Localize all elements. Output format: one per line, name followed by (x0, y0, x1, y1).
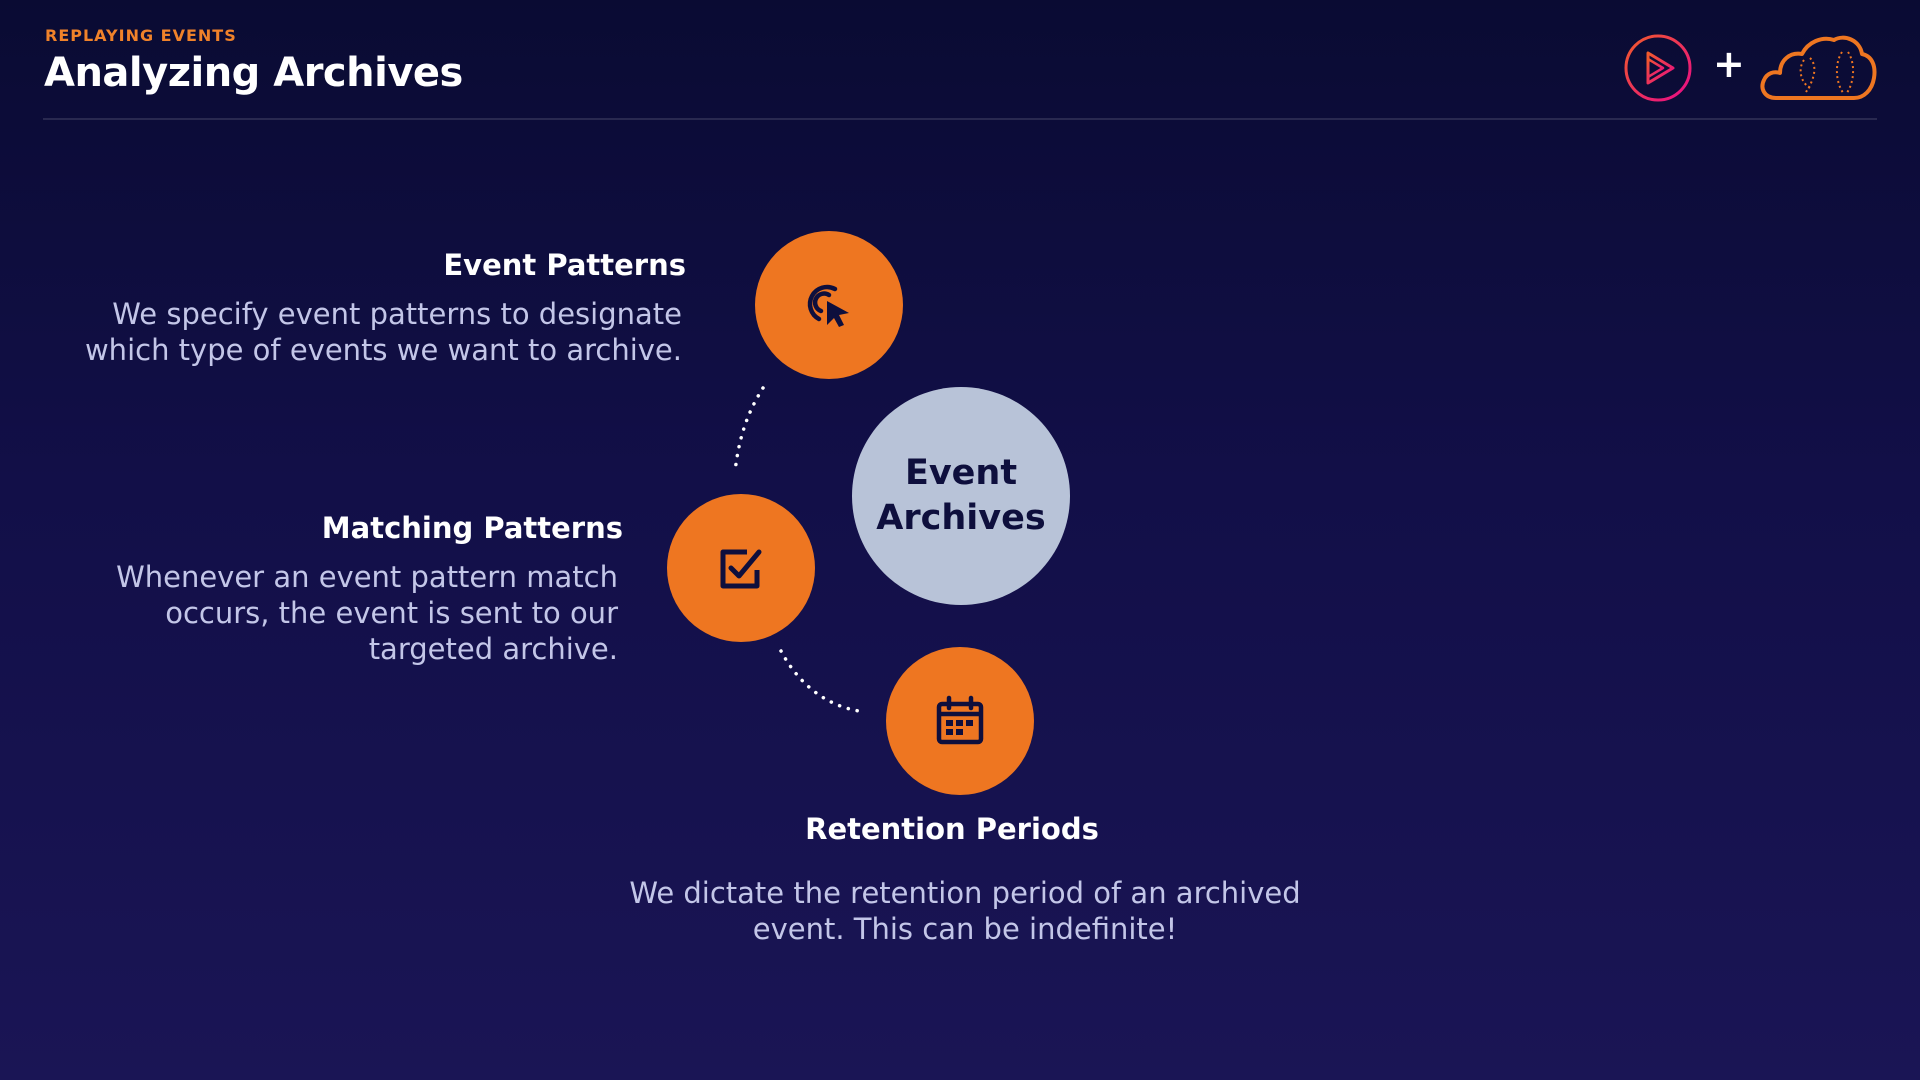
description-line: Whenever an event pattern match (116, 560, 618, 594)
target-cursor-icon (807, 284, 849, 327)
center-label-line2: Archives (876, 498, 1046, 538)
description-line: which type of events we want to archive. (84, 333, 682, 367)
description-line: event. This can be indefinite! (752, 912, 1178, 946)
retention-periods-title: Retention Periods (805, 812, 1099, 846)
event-patterns-node (755, 231, 903, 379)
description-line: We dictate the retention period of an ar… (629, 876, 1301, 910)
connector-bottom (779, 649, 861, 713)
description-line: occurs, the event is sent to our (165, 596, 618, 630)
pluralsight-play-icon (1624, 34, 1692, 102)
logo-group: + (1620, 30, 1880, 106)
header-divider (43, 118, 1877, 120)
matching-patterns-node (667, 494, 815, 642)
matching-patterns-title: Matching Patterns (321, 511, 623, 545)
matching-patterns-description: Whenever an event pattern match occurs, … (116, 559, 618, 667)
retention-periods-node (886, 647, 1034, 795)
center-label-line1: Event (904, 453, 1018, 493)
event-patterns-description: We specify event patterns to designate w… (85, 296, 682, 368)
connector-top (733, 386, 765, 474)
description-line: targeted archive. (368, 632, 618, 666)
description-line: We specify event patterns to designate (112, 297, 682, 331)
aws-cloud-icon (1760, 35, 1877, 100)
retention-periods-description: We dictate the retention period of an ar… (565, 875, 1365, 947)
plus-symbol: + (1713, 42, 1745, 86)
checkbox-checked-icon (720, 549, 762, 589)
page-title: Analyzing Archives (44, 50, 463, 96)
calendar-icon (936, 695, 984, 745)
event-patterns-title: Event Patterns (443, 248, 686, 282)
event-archives-circle: Event Archives (852, 387, 1070, 605)
section-eyebrow: REPLAYING EVENTS (45, 26, 237, 45)
